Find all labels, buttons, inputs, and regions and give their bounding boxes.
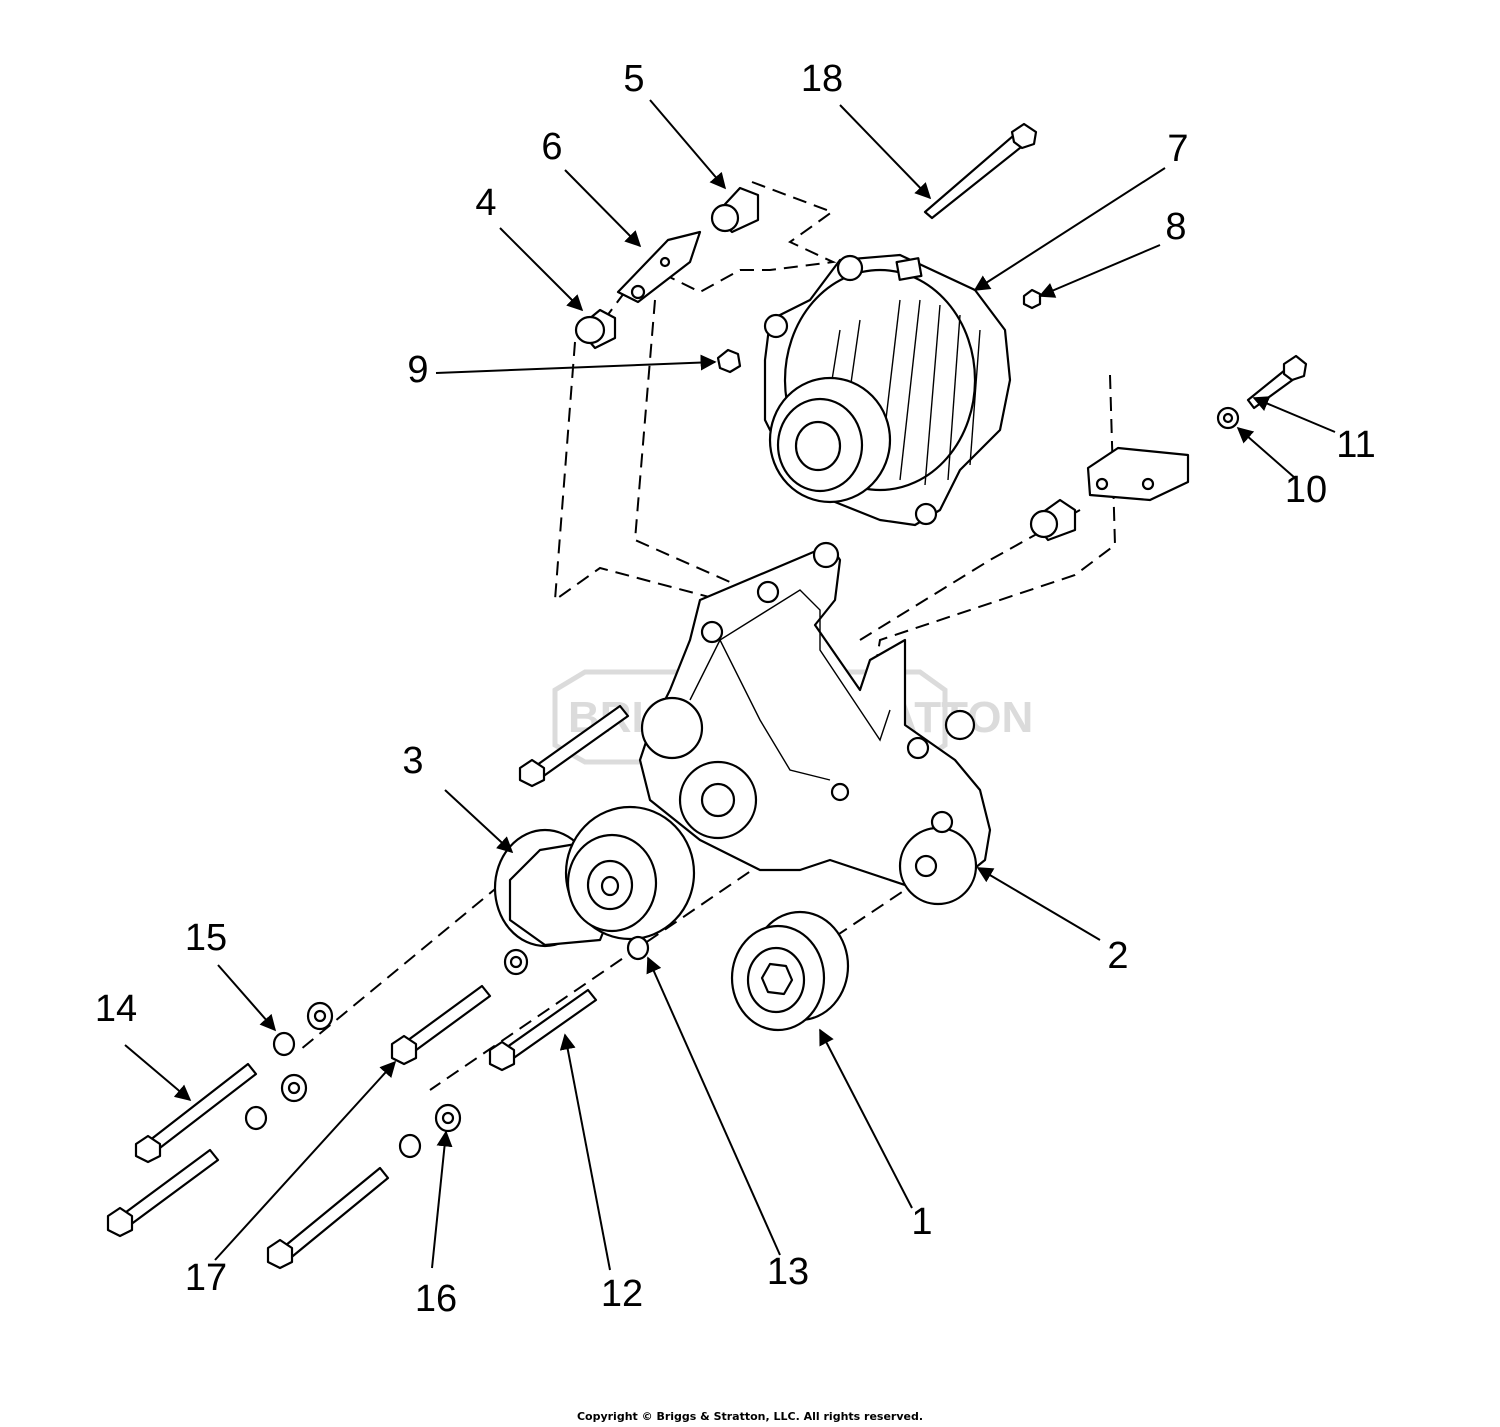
callout-5: 5 — [623, 58, 644, 100]
callout-6: 6 — [541, 126, 562, 168]
callout-18: 18 — [801, 58, 843, 100]
belt-tensioner — [493, 805, 696, 948]
callout-4: 4 — [475, 182, 496, 224]
callout-17: 17 — [185, 1257, 227, 1299]
idler-pulley — [730, 910, 850, 1032]
washers-and-nuts — [244, 288, 1240, 1159]
callout-9: 9 — [407, 349, 428, 391]
copyright-notice: Copyright © Briggs & Stratton, LLC. All … — [576, 1410, 924, 1423]
callout-13: 13 — [767, 1251, 809, 1293]
callout-labels: 1 2 3 4 5 6 7 8 9 10 11 12 13 14 15 16 1… — [95, 58, 1376, 1320]
callout-1: 1 — [911, 1201, 932, 1243]
callout-11: 11 — [1336, 424, 1375, 466]
spacers-and-blocks — [574, 186, 1190, 542]
leader-lines — [124, 99, 1336, 1271]
callout-10: 10 — [1285, 469, 1327, 511]
callout-3: 3 — [402, 740, 423, 782]
callout-14: 14 — [95, 988, 137, 1030]
alternator — [763, 253, 1012, 527]
callout-16: 16 — [415, 1278, 457, 1320]
callout-12: 12 — [601, 1273, 643, 1315]
callout-7: 7 — [1167, 128, 1188, 170]
callout-2: 2 — [1107, 935, 1128, 977]
mounting-bracket — [638, 541, 992, 906]
callout-15: 15 — [185, 917, 227, 959]
callout-8: 8 — [1165, 206, 1186, 248]
